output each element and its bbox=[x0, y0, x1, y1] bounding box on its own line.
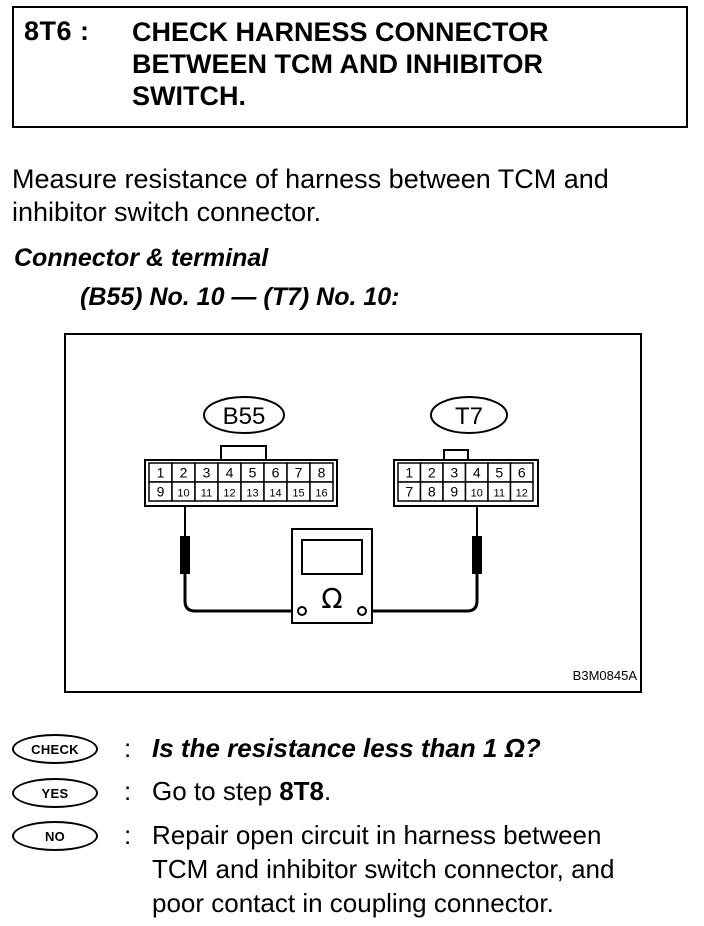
t7-pin-number: 12 bbox=[516, 488, 528, 500]
title-line: SWITCH. bbox=[132, 81, 246, 111]
yes-answer: Go to step 8T8. bbox=[152, 774, 331, 808]
b55-pin-number: 11 bbox=[201, 488, 212, 500]
b55-pin-cell bbox=[309, 481, 334, 502]
b55-pin-number: 1 bbox=[157, 465, 165, 481]
t7-latch bbox=[443, 449, 469, 461]
step-title: CHECK HARNESS CONNECTOR BETWEEN TCM AND … bbox=[132, 16, 672, 112]
b55-pin-number: 9 bbox=[157, 484, 165, 500]
ohmmeter-right-jack bbox=[357, 606, 367, 616]
no-colon: : bbox=[124, 820, 132, 850]
no-badge: NO bbox=[12, 821, 98, 851]
check-question: Is the resistance less than 1 Ω? bbox=[152, 733, 541, 763]
b55-label-bubble bbox=[203, 396, 285, 434]
step-header: 8T6 : CHECK HARNESS CONNECTOR BETWEEN TC… bbox=[12, 6, 688, 128]
no-answer-line: TCM and inhibitor switch connector, and bbox=[152, 854, 615, 884]
t7-pin-number: 8 bbox=[428, 484, 436, 500]
b55-pin-number: 14 bbox=[269, 488, 281, 500]
b55-pin-number: 5 bbox=[249, 465, 257, 481]
ohmmeter-left-jack bbox=[297, 606, 307, 616]
b55-latch bbox=[220, 445, 267, 461]
t7-pin-number: 10 bbox=[471, 488, 483, 500]
b55-pin-number: 4 bbox=[226, 465, 234, 481]
b55-label: B55 bbox=[223, 403, 266, 430]
t7-pin-number: 7 bbox=[405, 484, 413, 500]
t7-label: T7 bbox=[455, 403, 483, 430]
t7-label-bubble bbox=[430, 396, 508, 434]
yes-prefix: Go to step bbox=[152, 776, 280, 806]
ohmmeter: Ω bbox=[291, 528, 373, 624]
t7-pin-cell bbox=[509, 481, 534, 502]
yes-suffix: . bbox=[324, 776, 332, 806]
b55-pin-number: 15 bbox=[292, 488, 304, 500]
title-line: CHECK HARNESS CONNECTOR bbox=[132, 17, 549, 47]
check-badge: CHECK bbox=[12, 734, 98, 764]
b55-pin-number: 6 bbox=[272, 465, 280, 481]
t7-pin-number: 1 bbox=[405, 465, 413, 481]
ohm-symbol: Ω bbox=[321, 582, 342, 615]
step-number: 8T6 : bbox=[24, 16, 90, 46]
figure-id: B3M0845A bbox=[573, 668, 638, 683]
left-probe-grip bbox=[180, 536, 190, 574]
diagram-frame bbox=[64, 333, 642, 693]
t7-pin-number: 4 bbox=[473, 465, 481, 481]
left-test-lead bbox=[183, 574, 300, 613]
instruction-text: Measure resistance of harness between TC… bbox=[12, 163, 702, 229]
title-line: BETWEEN TCM AND INHIBITOR bbox=[132, 49, 543, 79]
no-answer-line: poor contact in coupling connector. bbox=[152, 888, 554, 918]
b55-pin-number: 8 bbox=[318, 465, 326, 481]
next-step-ref: 8T8 bbox=[279, 776, 324, 806]
b55-pin-number: 10 bbox=[177, 488, 189, 500]
t7-pin-number: 5 bbox=[495, 465, 503, 481]
yes-badge: YES bbox=[12, 778, 98, 808]
t7-pin-number: 6 bbox=[518, 465, 526, 481]
b55-pin-number: 13 bbox=[246, 488, 258, 500]
ohmmeter-display bbox=[301, 539, 363, 575]
t7-pin-number: 2 bbox=[428, 465, 436, 481]
t7-pin-number: 9 bbox=[450, 484, 458, 500]
b55-pin-number: 2 bbox=[180, 465, 188, 481]
no-answer: Repair open circuit in harness between T… bbox=[152, 818, 614, 920]
b55-pin-number: 12 bbox=[223, 488, 235, 500]
right-test-lead bbox=[365, 574, 479, 613]
b55-pin-number: 3 bbox=[203, 465, 211, 481]
right-probe-grip bbox=[472, 536, 482, 574]
instruction-line: inhibitor switch connector. bbox=[12, 197, 322, 227]
t7-pin-number: 3 bbox=[450, 465, 458, 481]
connector-heading: Connector & terminal bbox=[14, 244, 269, 272]
b55-pin-number: 16 bbox=[315, 488, 327, 500]
b55-pin-number: 7 bbox=[295, 465, 303, 481]
yes-colon: : bbox=[124, 776, 132, 806]
no-answer-line: Repair open circuit in harness between bbox=[152, 820, 602, 850]
connector-terminals: (B55) No. 10 — (T7) No. 10: bbox=[80, 283, 400, 311]
t7-pin-number: 11 bbox=[494, 488, 505, 500]
instruction-line: Measure resistance of harness between TC… bbox=[12, 164, 609, 194]
check-colon: : bbox=[124, 733, 132, 763]
